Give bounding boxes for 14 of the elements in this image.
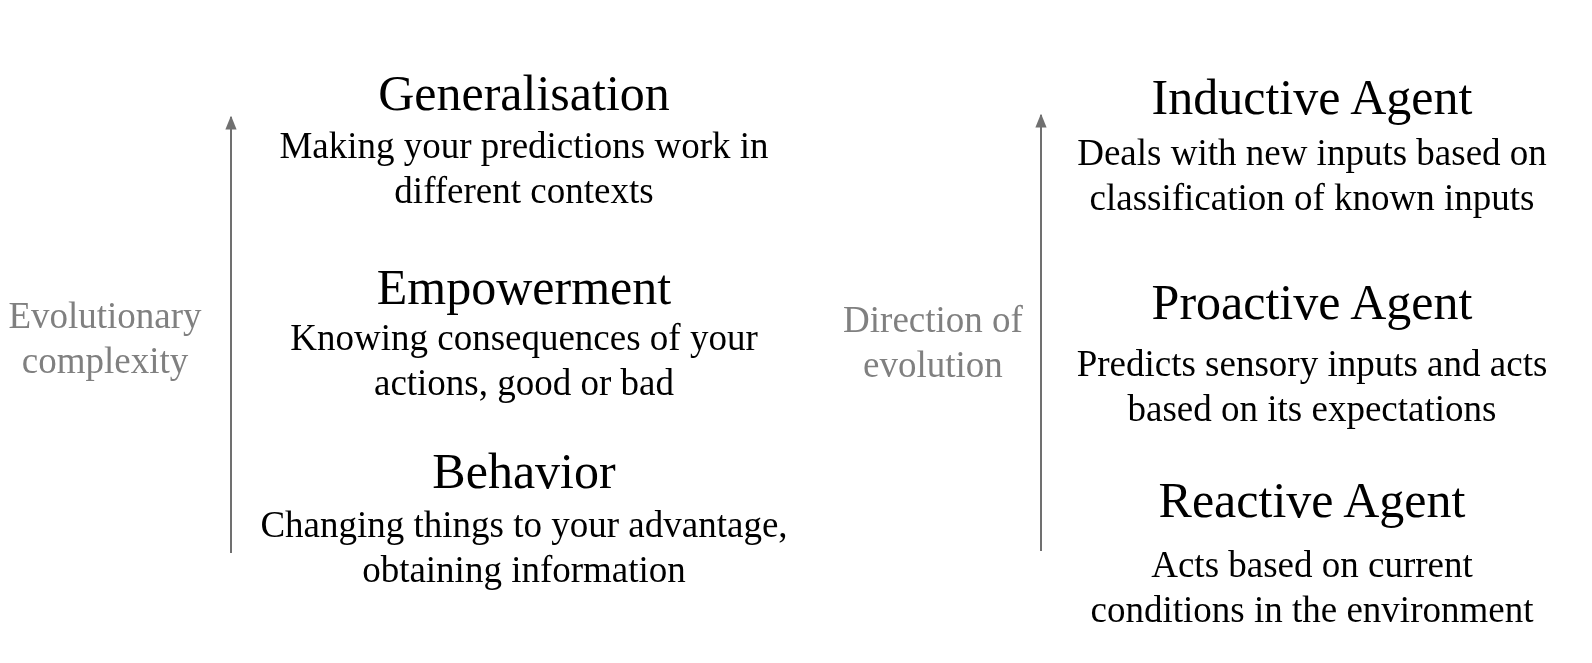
level-description: Deals with new inputs based on classification of known inputs: [1076, 131, 1548, 220]
level-heading: Behavior: [431, 443, 617, 499]
level-heading: Reactive Agent: [1157, 472, 1467, 528]
axis-label: Evolutionary complexity: [7, 294, 203, 383]
level-heading: Generalisation: [377, 65, 671, 121]
level-description: Knowing consequences of your actions, good or bad: [289, 316, 759, 405]
level-description: Acts based on current conditions in the environment: [1089, 543, 1535, 632]
level-description: Predicts sensory inputs and acts based on its expectations: [1075, 342, 1549, 431]
level-heading: Proactive Agent: [1150, 274, 1474, 330]
level-description: Making your predictions work in different contexts: [278, 124, 770, 213]
axis-label: Direction of evolution: [842, 298, 1024, 387]
level-description: Changing things to your advantage, obtaining information: [259, 503, 789, 592]
level-heading: Inductive Agent: [1150, 69, 1474, 125]
level-heading: Empowerment: [375, 259, 673, 315]
